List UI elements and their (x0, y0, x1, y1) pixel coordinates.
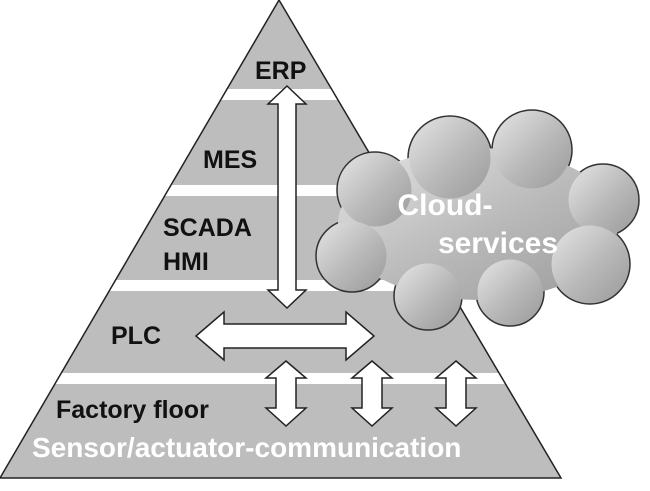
cloud: Cloud- services (315, 109, 640, 331)
vertical-arrow-erp-plc (266, 84, 308, 310)
cloud-label-line2: services (438, 227, 558, 260)
horizontal-arrow-plc-cloud (194, 310, 376, 362)
layer-label-erp: ERP (255, 57, 306, 85)
small-vertical-arrow-1 (263, 360, 309, 428)
cloud-fill (317, 111, 638, 329)
small-vertical-arrow-3 (433, 360, 479, 428)
separator-erp-mes (0, 89, 561, 100)
separator-plc-field (0, 373, 561, 384)
layer-label-plc: PLC (111, 322, 161, 350)
layer-label-mes: MES (203, 146, 257, 174)
layer-labels: ERP MES SCADA HMI PLC Factory floor Sens… (32, 57, 461, 463)
layer-label-factory-floor: Factory floor (56, 396, 209, 424)
arrows (194, 84, 479, 428)
small-vertical-arrow-2 (349, 360, 395, 428)
layer-label-hmi: HMI (163, 248, 209, 276)
cloud-label-line1: Cloud- (398, 189, 493, 222)
layer-label-scada: SCADA (163, 214, 252, 242)
layer-sublabel-sensor-actuator: Sensor/actuator-communication (32, 432, 461, 463)
